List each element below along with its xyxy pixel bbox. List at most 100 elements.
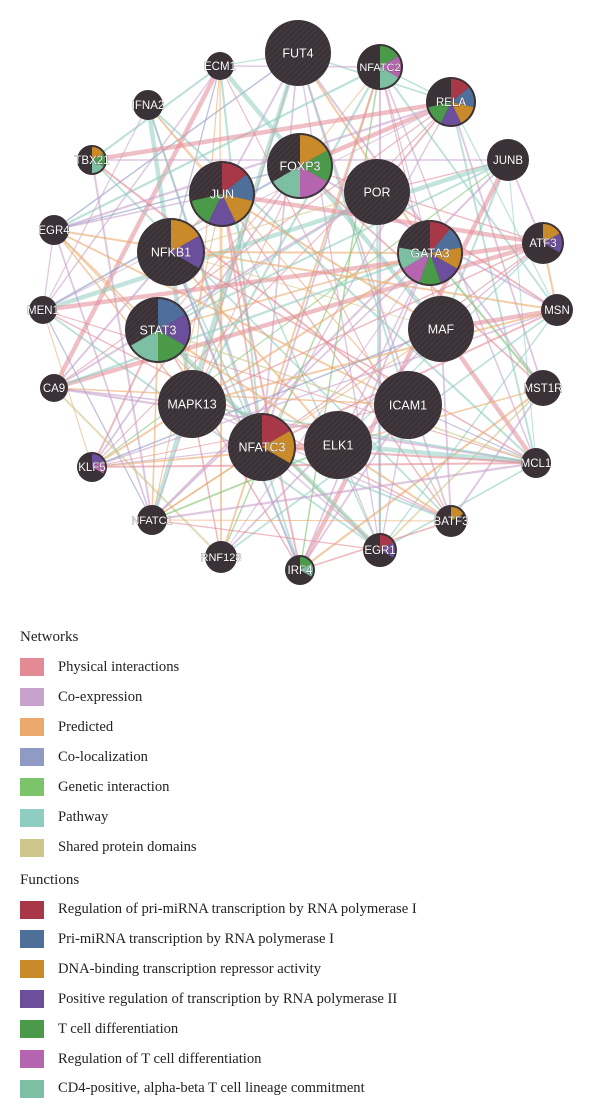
- edge-physical: [191, 242, 544, 405]
- legend-label: Shared protein domains: [58, 839, 197, 856]
- node-label: NFATC3: [239, 441, 286, 455]
- node-function-slice-pos_reg_pol2: [543, 233, 562, 253]
- node-nfatc3[interactable]: NFATC3: [228, 413, 296, 481]
- edge-coexpression: [450, 101, 544, 389]
- node-fut4[interactable]: FUT4: [265, 20, 331, 86]
- node-elk1[interactable]: ELK1: [304, 411, 372, 479]
- node-circle: [158, 370, 226, 438]
- edge-coexpression: [299, 252, 431, 571]
- edge-predicted: [297, 52, 431, 254]
- node-label: ATF3: [529, 238, 556, 250]
- node-mst1r[interactable]: MST1R: [523, 370, 563, 406]
- node-function-slice-pos_reg_pol2: [441, 102, 461, 125]
- node-egr1[interactable]: EGR1: [363, 533, 397, 567]
- node-function-slice-reg_t_cell_diff: [403, 253, 430, 283]
- node-label: FOXP3: [280, 160, 321, 174]
- node-function-slice-t_cell_diff: [158, 330, 185, 361]
- legend-label: Pri-miRNA transcription by RNA polymeras…: [58, 930, 335, 947]
- node-function-slice-repressor: [222, 194, 253, 222]
- node-stat3[interactable]: STAT3: [125, 297, 191, 363]
- edge-predicted: [91, 252, 431, 468]
- legend-swatch: [20, 808, 44, 827]
- node-gata3[interactable]: GATA3: [397, 220, 463, 286]
- edge-physical: [219, 65, 452, 522]
- node-ifna2[interactable]: IFNA2: [132, 90, 165, 120]
- edge-coexpression: [42, 65, 221, 311]
- edge-pathway: [157, 159, 509, 331]
- legend-swatch: [20, 748, 44, 767]
- node-circle: [521, 448, 551, 478]
- node-foxp3[interactable]: FOXP3: [267, 133, 333, 199]
- node-label: EGR1: [364, 545, 395, 557]
- node-function-slice-reg_t_cell_diff: [92, 460, 106, 474]
- node-men1[interactable]: MEN1: [27, 296, 59, 324]
- node-function-slice-repressor: [262, 431, 294, 463]
- node-nfatc1[interactable]: NFATC1: [131, 505, 173, 535]
- node-nfatc2[interactable]: NFATC2: [357, 44, 403, 90]
- node-label: ELK1: [323, 439, 354, 453]
- node-nfkb1[interactable]: NFKB1: [137, 218, 205, 286]
- legend-swatch: [20, 718, 44, 737]
- node-atf3[interactable]: ATF3: [522, 222, 564, 264]
- legend-swatch: [20, 658, 44, 677]
- edge-pathway: [91, 159, 452, 522]
- node-label: ICAM1: [389, 399, 427, 413]
- node-irf4[interactable]: IRF4: [285, 555, 315, 585]
- node-label: KLF5: [78, 462, 106, 474]
- node-function-slice-t_cell_diff: [191, 194, 222, 222]
- edge-pathway: [42, 157, 509, 313]
- node-msn[interactable]: MSN: [541, 294, 573, 326]
- node-klf5[interactable]: KLF5: [77, 452, 107, 482]
- node-jun[interactable]: JUN: [189, 161, 255, 227]
- node-batf3[interactable]: BATF3: [433, 505, 469, 537]
- edge-predicted: [191, 309, 558, 405]
- node-rnf128[interactable]: RNF128: [200, 541, 242, 573]
- legend-item-reg_t_cell_diff: Regulation of T cell differentiation: [20, 1044, 590, 1074]
- node-label: JUNB: [493, 155, 523, 167]
- node-rela[interactable]: RELA: [426, 77, 476, 127]
- node-function-slice-t_cell_diff: [428, 102, 451, 123]
- edge-predicted: [53, 229, 409, 406]
- node-label: BATF3: [434, 516, 469, 528]
- edge-colocalization: [53, 52, 299, 231]
- legend-swatch: [20, 1079, 44, 1098]
- node-ecm1[interactable]: ECM1: [204, 52, 236, 80]
- node-circle: [304, 411, 372, 479]
- node-function-slice-t_cell_diff: [380, 46, 399, 67]
- edge-physical: [151, 519, 381, 551]
- node-ca9[interactable]: CA9: [40, 374, 68, 402]
- edge-coexpression: [42, 104, 149, 311]
- legend-swatch: [20, 1050, 44, 1069]
- legend-label: Regulation of pri-miRNA transcription by…: [58, 901, 417, 918]
- node-tbx21[interactable]: TBX21: [74, 145, 110, 175]
- legend-swatch: [20, 960, 44, 979]
- node-maf[interactable]: MAF: [408, 296, 474, 362]
- edge-predicted: [157, 252, 431, 331]
- node-label: RNF128: [201, 552, 242, 564]
- node-mcl1[interactable]: MCL1: [520, 448, 552, 478]
- networks-legend-title: Networks: [20, 629, 79, 645]
- node-circle: [265, 20, 331, 86]
- legend-label: Physical interactions: [58, 658, 180, 675]
- node-junb[interactable]: JUNB: [487, 139, 529, 181]
- edge-physical: [299, 165, 544, 244]
- node-function-slice-repressor: [171, 220, 199, 252]
- node-mapk13[interactable]: MAPK13: [158, 370, 226, 438]
- edge-colocalization: [53, 165, 301, 231]
- legend-label: Pathway: [58, 809, 109, 826]
- node-function-slice-cd4_commitment: [131, 330, 158, 361]
- legend-item-pri_mirna: Pri-miRNA transcription by RNA polymeras…: [20, 925, 590, 955]
- node-icam1[interactable]: ICAM1: [374, 371, 442, 439]
- node-egr4[interactable]: EGR4: [38, 215, 70, 245]
- node-function-slice-t_cell_diff: [419, 253, 441, 284]
- edge-predicted: [170, 251, 431, 254]
- legend-label: Co-expression: [58, 688, 143, 705]
- node-circle: [137, 505, 167, 535]
- node-function-slice-reg_pri_mirna: [451, 79, 469, 102]
- node-function-slice-reg_pri_mirna: [380, 535, 393, 550]
- edge-physical: [221, 193, 452, 522]
- node-por[interactable]: POR: [344, 159, 410, 225]
- node-label: TBX21: [74, 155, 109, 167]
